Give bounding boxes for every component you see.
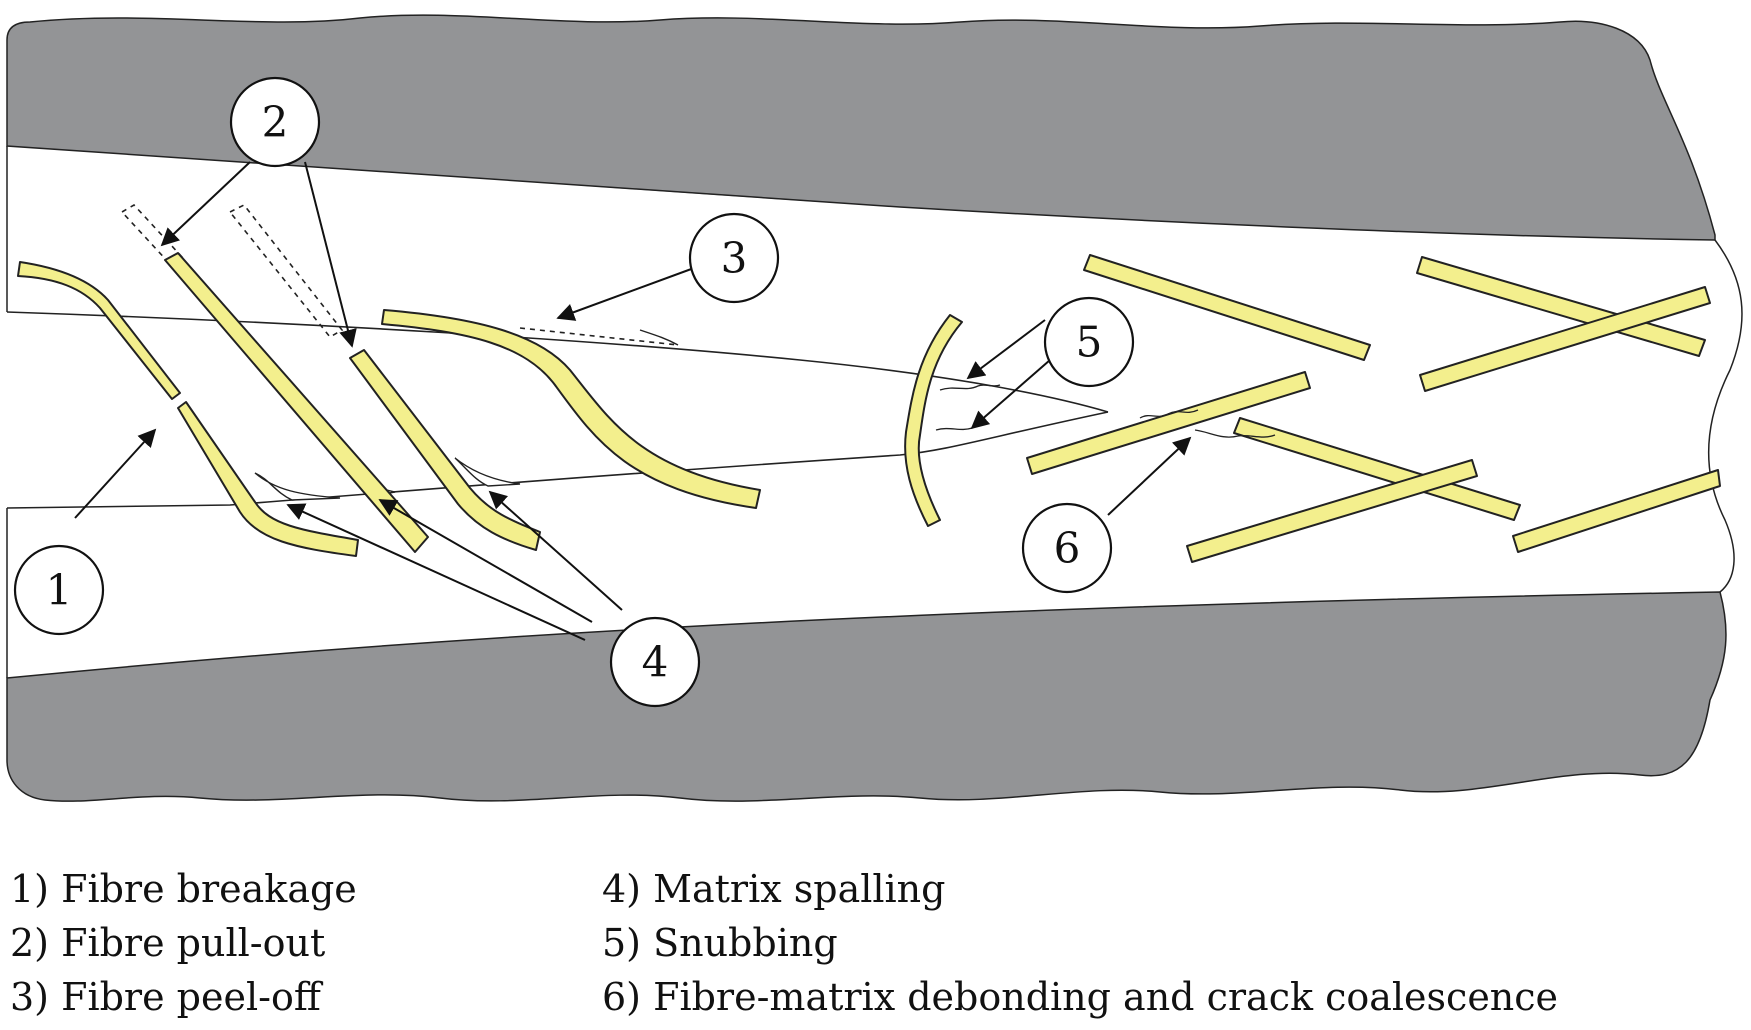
callout-label-2: 2 bbox=[262, 98, 289, 147]
fibre-right-1 bbox=[1083, 254, 1371, 361]
arrow-2a bbox=[160, 161, 251, 247]
legend-item-fibre-breakage: 1) Fibre breakage bbox=[10, 867, 357, 911]
callout-circle-1 bbox=[13, 544, 105, 636]
callout-label-5: 5 bbox=[1076, 318, 1103, 367]
arrow-1 bbox=[74, 428, 157, 519]
matrix-right-edge bbox=[1707, 239, 1743, 593]
callout-label-3: 3 bbox=[721, 234, 748, 283]
legend-left-column: 1) Fibre breakage 2) Fibre pull-out 3) F… bbox=[10, 862, 357, 1024]
snub-crack-2 bbox=[935, 427, 973, 431]
arrow-4b bbox=[378, 499, 593, 623]
arrow-5a bbox=[966, 319, 1046, 380]
fibre-right-4 bbox=[1416, 256, 1706, 357]
matrix-shell-bottom bbox=[6, 591, 1727, 802]
callout-label-1: 1 bbox=[46, 566, 73, 615]
fibre-right-3 bbox=[1186, 459, 1478, 563]
fibre-pullout-2 bbox=[349, 349, 541, 551]
callout-label-4: 4 bbox=[642, 638, 669, 687]
spall-fragment-3 bbox=[454, 457, 521, 487]
legend-item-fibre-pull-out: 2) Fibre pull-out bbox=[10, 921, 326, 965]
peeloff-spall bbox=[639, 329, 679, 346]
fibre-snubbing bbox=[904, 314, 963, 527]
arrow-5b bbox=[970, 359, 1051, 430]
legend-item-matrix-spalling: 4) Matrix spalling bbox=[602, 867, 946, 911]
fibre-pullout-1 bbox=[164, 252, 429, 553]
legend-item-debonding: 6) Fibre-matrix debonding and crack coal… bbox=[602, 975, 1559, 1019]
fibre-right-5 bbox=[1419, 286, 1711, 392]
matrix-shell-top bbox=[6, 14, 1716, 241]
fibre-peeloff bbox=[381, 309, 761, 509]
peeloff-trace bbox=[519, 327, 679, 346]
arrow-4c bbox=[488, 490, 623, 611]
fibre-debond bbox=[1026, 371, 1311, 475]
fibre-broken-upper bbox=[17, 261, 181, 400]
snub-crack-1 bbox=[939, 384, 1001, 391]
pullout-trace-2 bbox=[228, 203, 344, 339]
arrow-2b bbox=[304, 161, 357, 348]
arrow-3 bbox=[556, 267, 695, 321]
crack-lower-edge bbox=[6, 411, 1109, 509]
legend-right-column: 4) Matrix spalling 5) Snubbing 6) Fibre-… bbox=[602, 862, 1558, 1024]
debond-crack bbox=[1139, 409, 1276, 438]
arrow-4a bbox=[286, 503, 586, 641]
callout-circle-3 bbox=[688, 212, 780, 304]
fibre-broken-lower bbox=[177, 401, 359, 557]
callout-circle-2 bbox=[229, 76, 321, 168]
legend-item-snubbing: 5) Snubbing bbox=[602, 921, 838, 965]
callout-circle-5 bbox=[1043, 296, 1135, 388]
spall-fragment-1 bbox=[254, 472, 341, 501]
callout-circle-6 bbox=[1021, 502, 1113, 594]
arrow-6 bbox=[1107, 436, 1192, 516]
legend-item-fibre-peel-off: 3) Fibre peel-off bbox=[10, 975, 321, 1019]
callout-circle-4 bbox=[609, 616, 701, 708]
fibre-right-6 bbox=[1512, 469, 1721, 553]
failure-mechanism-diagram: 1 2 3 4 5 6 bbox=[6, 14, 1743, 802]
callout-label-6: 6 bbox=[1054, 524, 1081, 573]
